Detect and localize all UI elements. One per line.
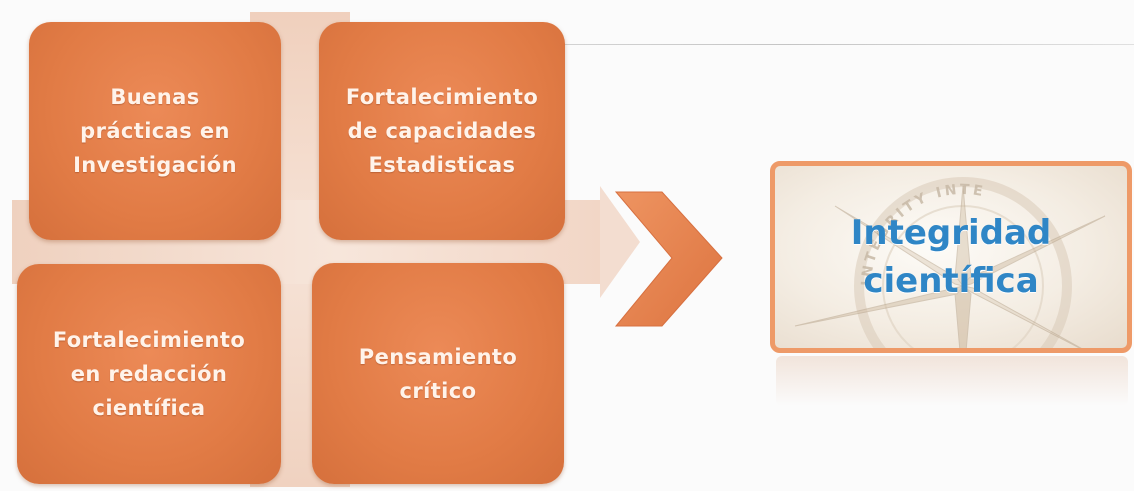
- result-title: Integridad científica: [775, 166, 1127, 348]
- chevron-right-icon: [614, 191, 723, 327]
- quadrant-statistics: Fortalecimiento de capacidades Estadisti…: [319, 22, 565, 240]
- quadrant-label: Pensamiento crítico: [358, 344, 518, 403]
- result-title-line-1: Integridad: [850, 213, 1052, 253]
- quadrant-label: Fortalecimiento en redacción científica: [52, 328, 246, 420]
- result-card: INTEGRITY INTE Integridad científica: [770, 161, 1132, 353]
- result-card-reflection: [776, 356, 1128, 406]
- result-title-line-2: científica: [863, 261, 1039, 301]
- quadrant-label: Buenas prácticas en Investigación: [73, 85, 237, 177]
- scan-line: [560, 44, 1134, 45]
- quadrant-writing: Fortalecimiento en redacción científica: [17, 264, 281, 484]
- quadrant-good-practices: Buenas prácticas en Investigación: [29, 22, 281, 240]
- quadrant-label: Fortalecimiento de capacidades Estadisti…: [345, 85, 539, 177]
- quadrant-critical-thinking: Pensamiento crítico: [312, 263, 564, 484]
- compass-icon: INTEGRITY INTE: [794, 177, 1106, 348]
